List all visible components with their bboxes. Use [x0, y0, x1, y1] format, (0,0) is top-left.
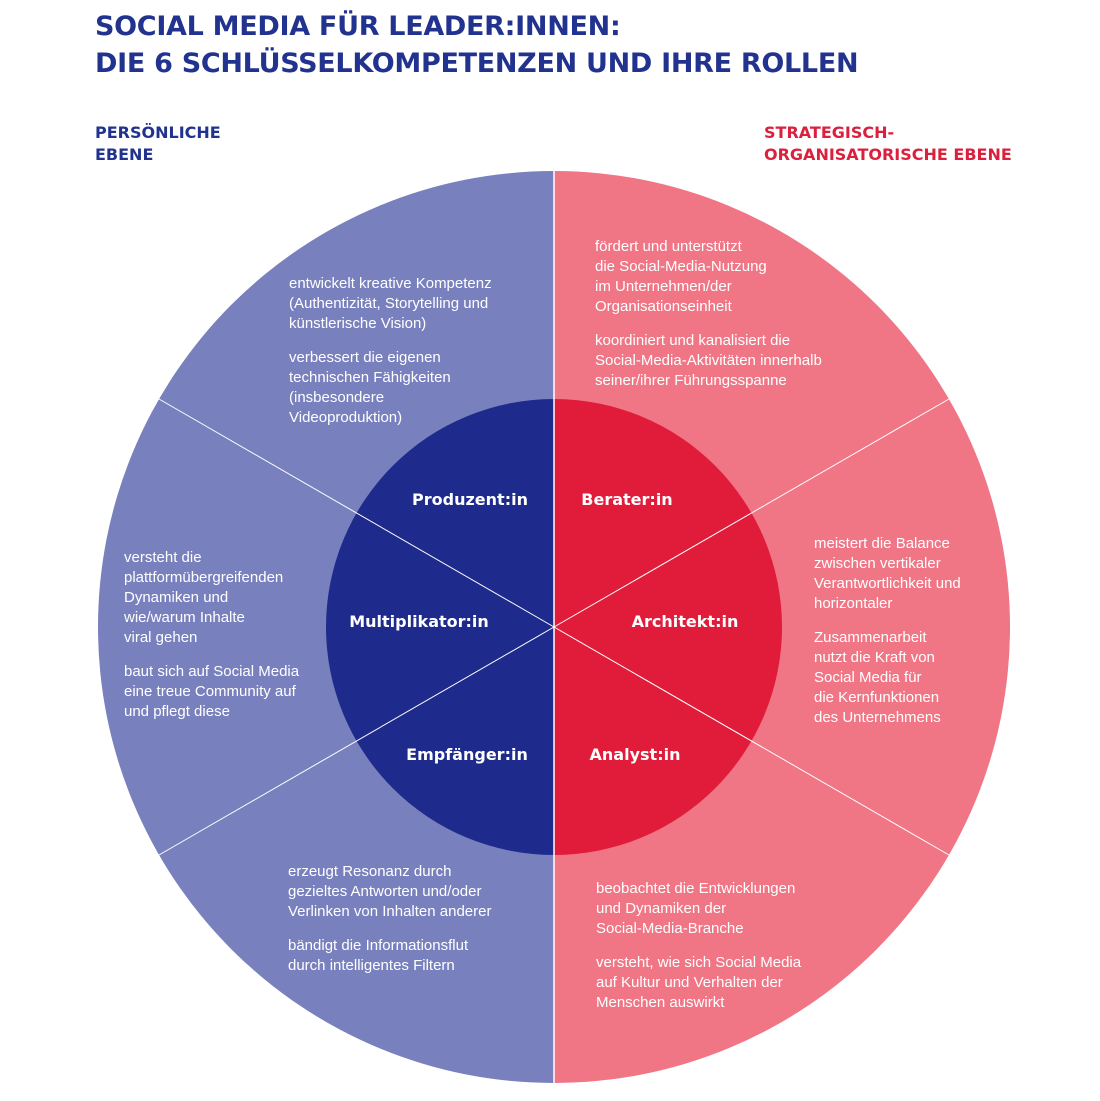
text-line: Videoproduktion) — [289, 409, 403, 426]
role-produzent: Produzent:in — [412, 490, 528, 509]
role-architekt: Architekt:in — [631, 612, 739, 631]
text-line: koordiniert und kanalisiert die — [595, 332, 791, 349]
description-empfaenger-p2: bändigt die Informationsflut durch intel… — [288, 936, 491, 976]
role-empfaenger: Empfänger:in — [406, 745, 528, 764]
text-line: gezieltes Antworten und/oder — [288, 883, 482, 900]
inner-half-strategic — [554, 399, 782, 855]
strategic-level-line-2: ORGANISATORISCHE EBENE — [764, 145, 1012, 164]
description-berater-p2: koordiniert und kanalisiert die Social-M… — [595, 331, 822, 391]
divider-line-top-right — [553, 398, 950, 628]
text-line: meistert die Balance — [814, 535, 950, 552]
text-line: die Kernfunktionen — [814, 689, 940, 706]
text-line: im Unternehmen/der — [595, 278, 732, 295]
text-line: Verantwortlichkeit und — [814, 575, 961, 592]
role-berater: Berater:in — [581, 490, 673, 509]
text-line: Verlinken von Inhalten anderer — [288, 903, 492, 920]
description-produzent: entwickelt kreative Kompetenz (Authentiz… — [289, 274, 492, 442]
text-line: zwischen vertikaler — [814, 555, 941, 572]
description-produzent-p1: entwickelt kreative Kompetenz (Authentiz… — [289, 274, 492, 334]
text-line: auf Kultur und Verhalten der — [596, 974, 783, 991]
inner-half-personal — [326, 399, 554, 855]
divider-line-bottom-left — [158, 626, 555, 856]
description-empfaenger: erzeugt Resonanz durch gezieltes Antwort… — [288, 862, 491, 990]
text-line: fördert und unterstützt — [595, 238, 742, 255]
description-multiplikator-p2: baut sich auf Social Media eine treue Co… — [124, 662, 299, 722]
description-empfaenger-p1: erzeugt Resonanz durch gezieltes Antwort… — [288, 862, 491, 922]
text-line: und Dynamiken der — [596, 900, 727, 917]
description-multiplikator-p1: versteht die plattformübergreifenden Dyn… — [124, 548, 299, 648]
text-line: technischen Fähigkeiten — [289, 369, 451, 386]
text-line: Zusammenarbeit — [814, 629, 927, 646]
description-berater-p1: fördert und unterstützt die Social-Media… — [595, 237, 822, 317]
description-architekt-p1: meistert die Balance zwischen vertikaler… — [814, 534, 961, 614]
text-line: eine treue Community auf — [124, 683, 296, 700]
title-line-1: SOCIAL MEDIA FÜR LEADER:INNEN: — [95, 11, 621, 42]
divider-line-top-left — [158, 398, 555, 628]
strategic-level-heading: STRATEGISCH- ORGANISATORISCHE EBENE — [764, 122, 1012, 166]
text-line: entwickelt kreative Kompetenz — [289, 275, 492, 292]
description-architekt: meistert die Balance zwischen vertikaler… — [814, 534, 961, 742]
text-line: beobachtet die Entwicklungen — [596, 880, 796, 897]
description-analyst: beobachtet die Entwicklungen und Dynamik… — [596, 879, 801, 1027]
text-line: Menschen auswirkt — [596, 994, 725, 1011]
text-line: versteht, wie sich Social Media — [596, 954, 802, 971]
text-line: erzeugt Resonanz durch — [288, 863, 452, 880]
text-line: nutzt die Kraft von — [814, 649, 935, 666]
text-line: (insbesondere — [289, 389, 385, 406]
text-line: künstlerische Vision) — [289, 315, 427, 332]
text-line: (Authentizität, Storytelling und — [289, 295, 489, 312]
text-line: Social-Media-Aktivitäten innerhalb — [595, 352, 822, 369]
text-line: Social Media für — [814, 669, 922, 686]
text-line: wie/warum Inhalte — [124, 609, 245, 626]
text-line: die Social-Media-Nutzung — [595, 258, 767, 275]
personal-level-heading: PERSÖNLICHE EBENE — [95, 122, 221, 166]
text-line: verbessert die eigenen — [289, 349, 441, 366]
title-line-2: DIE 6 SCHLÜSSELKOMPETENZEN UND IHRE ROLL… — [95, 48, 859, 79]
strategic-level-line-1: STRATEGISCH- — [764, 123, 895, 142]
text-line: plattformübergreifenden — [124, 569, 284, 586]
text-line: versteht die — [124, 549, 202, 566]
description-architekt-p2: Zusammenarbeit nutzt die Kraft von Socia… — [814, 628, 961, 728]
text-line: des Unternehmens — [814, 709, 941, 726]
divider-line-bottom-right — [553, 626, 950, 856]
description-produzent-p2: verbessert die eigenen technischen Fähig… — [289, 348, 492, 428]
text-line: baut sich auf Social Media — [124, 663, 300, 680]
role-multiplikator: Multiplikator:in — [349, 612, 489, 631]
text-line: Organisationseinheit — [595, 298, 732, 315]
description-berater: fördert und unterstützt die Social-Media… — [595, 237, 822, 405]
role-analyst: Analyst:in — [589, 745, 681, 764]
personal-level-line-1: PERSÖNLICHE — [95, 123, 221, 142]
text-line: und pflegt diese — [124, 703, 230, 720]
description-analyst-p2: versteht, wie sich Social Media auf Kult… — [596, 953, 801, 1013]
page-title: SOCIAL MEDIA FÜR LEADER:INNEN: DIE 6 SCH… — [95, 8, 859, 82]
description-multiplikator: versteht die plattformübergreifenden Dyn… — [124, 548, 299, 736]
text-line: durch intelligentes Filtern — [288, 957, 455, 974]
description-analyst-p1: beobachtet die Entwicklungen und Dynamik… — [596, 879, 801, 939]
personal-level-line-2: EBENE — [95, 145, 154, 164]
text-line: horizontaler — [814, 595, 893, 612]
text-line: viral gehen — [124, 629, 198, 646]
text-line: bändigt die Informationsflut — [288, 937, 469, 954]
text-line: seiner/ihrer Führungsspanne — [595, 372, 787, 389]
text-line: Social-Media-Branche — [596, 920, 744, 937]
text-line: Dynamiken und — [124, 589, 229, 606]
